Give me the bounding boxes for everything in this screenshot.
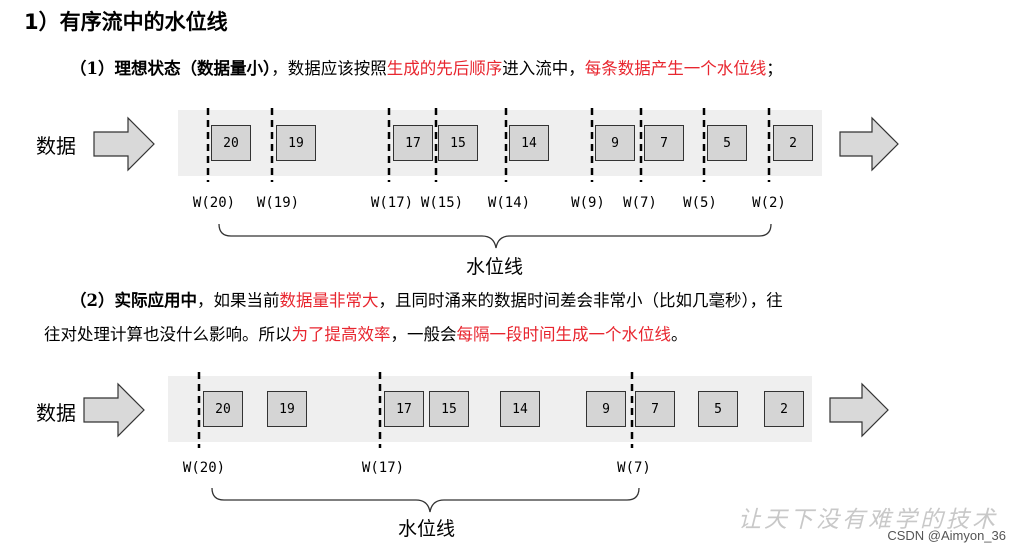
input-arrow-2: [83, 382, 145, 438]
credit-text: CSDN @Aimyon_36: [887, 528, 1006, 543]
data-box: 20: [203, 391, 243, 427]
watermark-group-label-1: 水位线: [466, 256, 524, 278]
watermark-label: W(5): [683, 195, 717, 211]
input-arrow-1: [93, 116, 155, 172]
output-arrow-2: [829, 382, 889, 438]
para1-text-2: 进入流中，: [502, 59, 585, 78]
watermark-lines-2: [197, 372, 634, 448]
data-box: 5: [707, 125, 747, 161]
watermark-group-label-2: 水位线: [398, 518, 456, 540]
data-box: 15: [429, 391, 469, 427]
data-box: 19: [276, 125, 316, 161]
para2-text-5: 。: [671, 325, 688, 344]
data-box: 9: [586, 391, 626, 427]
watermark-label: W(17): [370, 195, 414, 211]
data-box: 9: [595, 125, 635, 161]
watermark-label: W(14): [487, 195, 531, 211]
para1-label: （1）理想状态（数据量小）: [70, 59, 272, 78]
brace-1: [218, 223, 772, 249]
para1-highlight-1: 生成的先后顺序: [386, 59, 503, 78]
data-box: 7: [644, 125, 684, 161]
para1-text-3: ；: [766, 59, 783, 78]
data-box: 17: [384, 391, 424, 427]
data-box: 2: [764, 391, 804, 427]
para2-label: （2）实际应用中: [70, 291, 197, 310]
output-arrow-1: [839, 116, 899, 172]
data-label-2: 数据: [36, 401, 76, 425]
site-watermark: 让天下没有难学的技术: [738, 507, 998, 533]
watermark-label: W(15): [420, 195, 464, 211]
watermark-lines-1: [206, 108, 771, 182]
paragraph-practical-line2: 往对处理计算也没什么影响。所以为了提高效率，一般会每隔一段时间生成一个水位线。: [44, 320, 688, 350]
watermark-label: W(19): [256, 195, 300, 211]
watermark-label: W(7): [617, 460, 651, 476]
watermark-label: W(7): [623, 195, 657, 211]
data-box: 2: [773, 125, 813, 161]
paragraph-practical: （2）实际应用中，如果当前数据量非常大，且同时涌来的数据时间差会非常小（比如几毫…: [70, 286, 783, 316]
section-heading: 1）有序流中的水位线: [24, 10, 228, 34]
para1-text-1: ，数据应该按照: [271, 59, 387, 78]
para2-text-3: 往对处理计算也没什么影响。所以: [44, 325, 292, 344]
para2-highlight-2: 为了提高效率: [291, 325, 391, 344]
data-box: 20: [211, 125, 251, 161]
data-box: 17: [393, 125, 433, 161]
data-label-1: 数据: [36, 134, 76, 158]
data-box: 14: [509, 125, 549, 161]
watermark-label: W(20): [192, 195, 236, 211]
para1-highlight-2: 每条数据产生一个水位线: [584, 59, 767, 78]
watermark-label: W(2): [752, 195, 786, 211]
para2-highlight-1: 数据量非常大: [279, 291, 379, 310]
data-box: 5: [698, 391, 738, 427]
para2-text-2: ，且同时涌来的数据时间差会非常小（比如几毫秒），往: [378, 291, 783, 310]
data-box: 7: [635, 391, 675, 427]
data-box: 14: [500, 391, 540, 427]
data-box: 19: [267, 391, 307, 427]
watermark-label: W(20): [182, 460, 226, 476]
paragraph-ideal: （1）理想状态（数据量小），数据应该按照生成的先后顺序进入流中，每条数据产生一个…: [70, 54, 783, 84]
para2-text-1: ，如果当前: [196, 291, 280, 310]
brace-2: [211, 487, 640, 513]
watermark-label: W(9): [571, 195, 605, 211]
para2-highlight-3: 每隔一段时间生成一个水位线: [456, 325, 672, 344]
data-box: 15: [438, 125, 478, 161]
para2-text-4: ，一般会: [390, 325, 457, 344]
watermark-label: W(17): [361, 460, 405, 476]
